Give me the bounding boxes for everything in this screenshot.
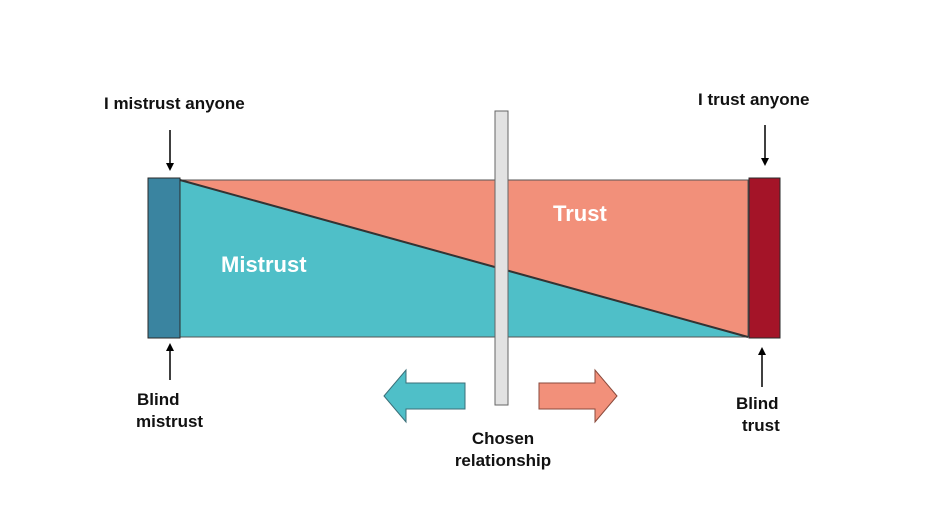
arrow-right-icon	[538, 368, 618, 424]
chosen-relationship-label-line1: Chosen	[472, 429, 534, 448]
mistrust-label: Mistrust	[221, 252, 307, 277]
blind-trust-label-line1: Blind	[736, 394, 779, 413]
arrow-left-icon	[383, 368, 466, 424]
mistrust-anyone-label: I mistrust anyone	[104, 94, 245, 113]
blind-trust-label-line2: trust	[742, 416, 780, 435]
blind-mistrust-label-line2: mistrust	[136, 412, 203, 431]
blind-mistrust-block	[147, 177, 181, 339]
diagonal-divider	[179, 179, 749, 338]
blind-trust-block	[748, 177, 781, 339]
blind-mistrust-label-line1: Blind	[137, 390, 180, 409]
trust-label: Trust	[553, 201, 607, 226]
chosen-relationship-slider[interactable]	[494, 110, 509, 406]
chosen-relationship-label-line2: relationship	[455, 451, 551, 470]
trust-anyone-label: I trust anyone	[698, 90, 809, 109]
